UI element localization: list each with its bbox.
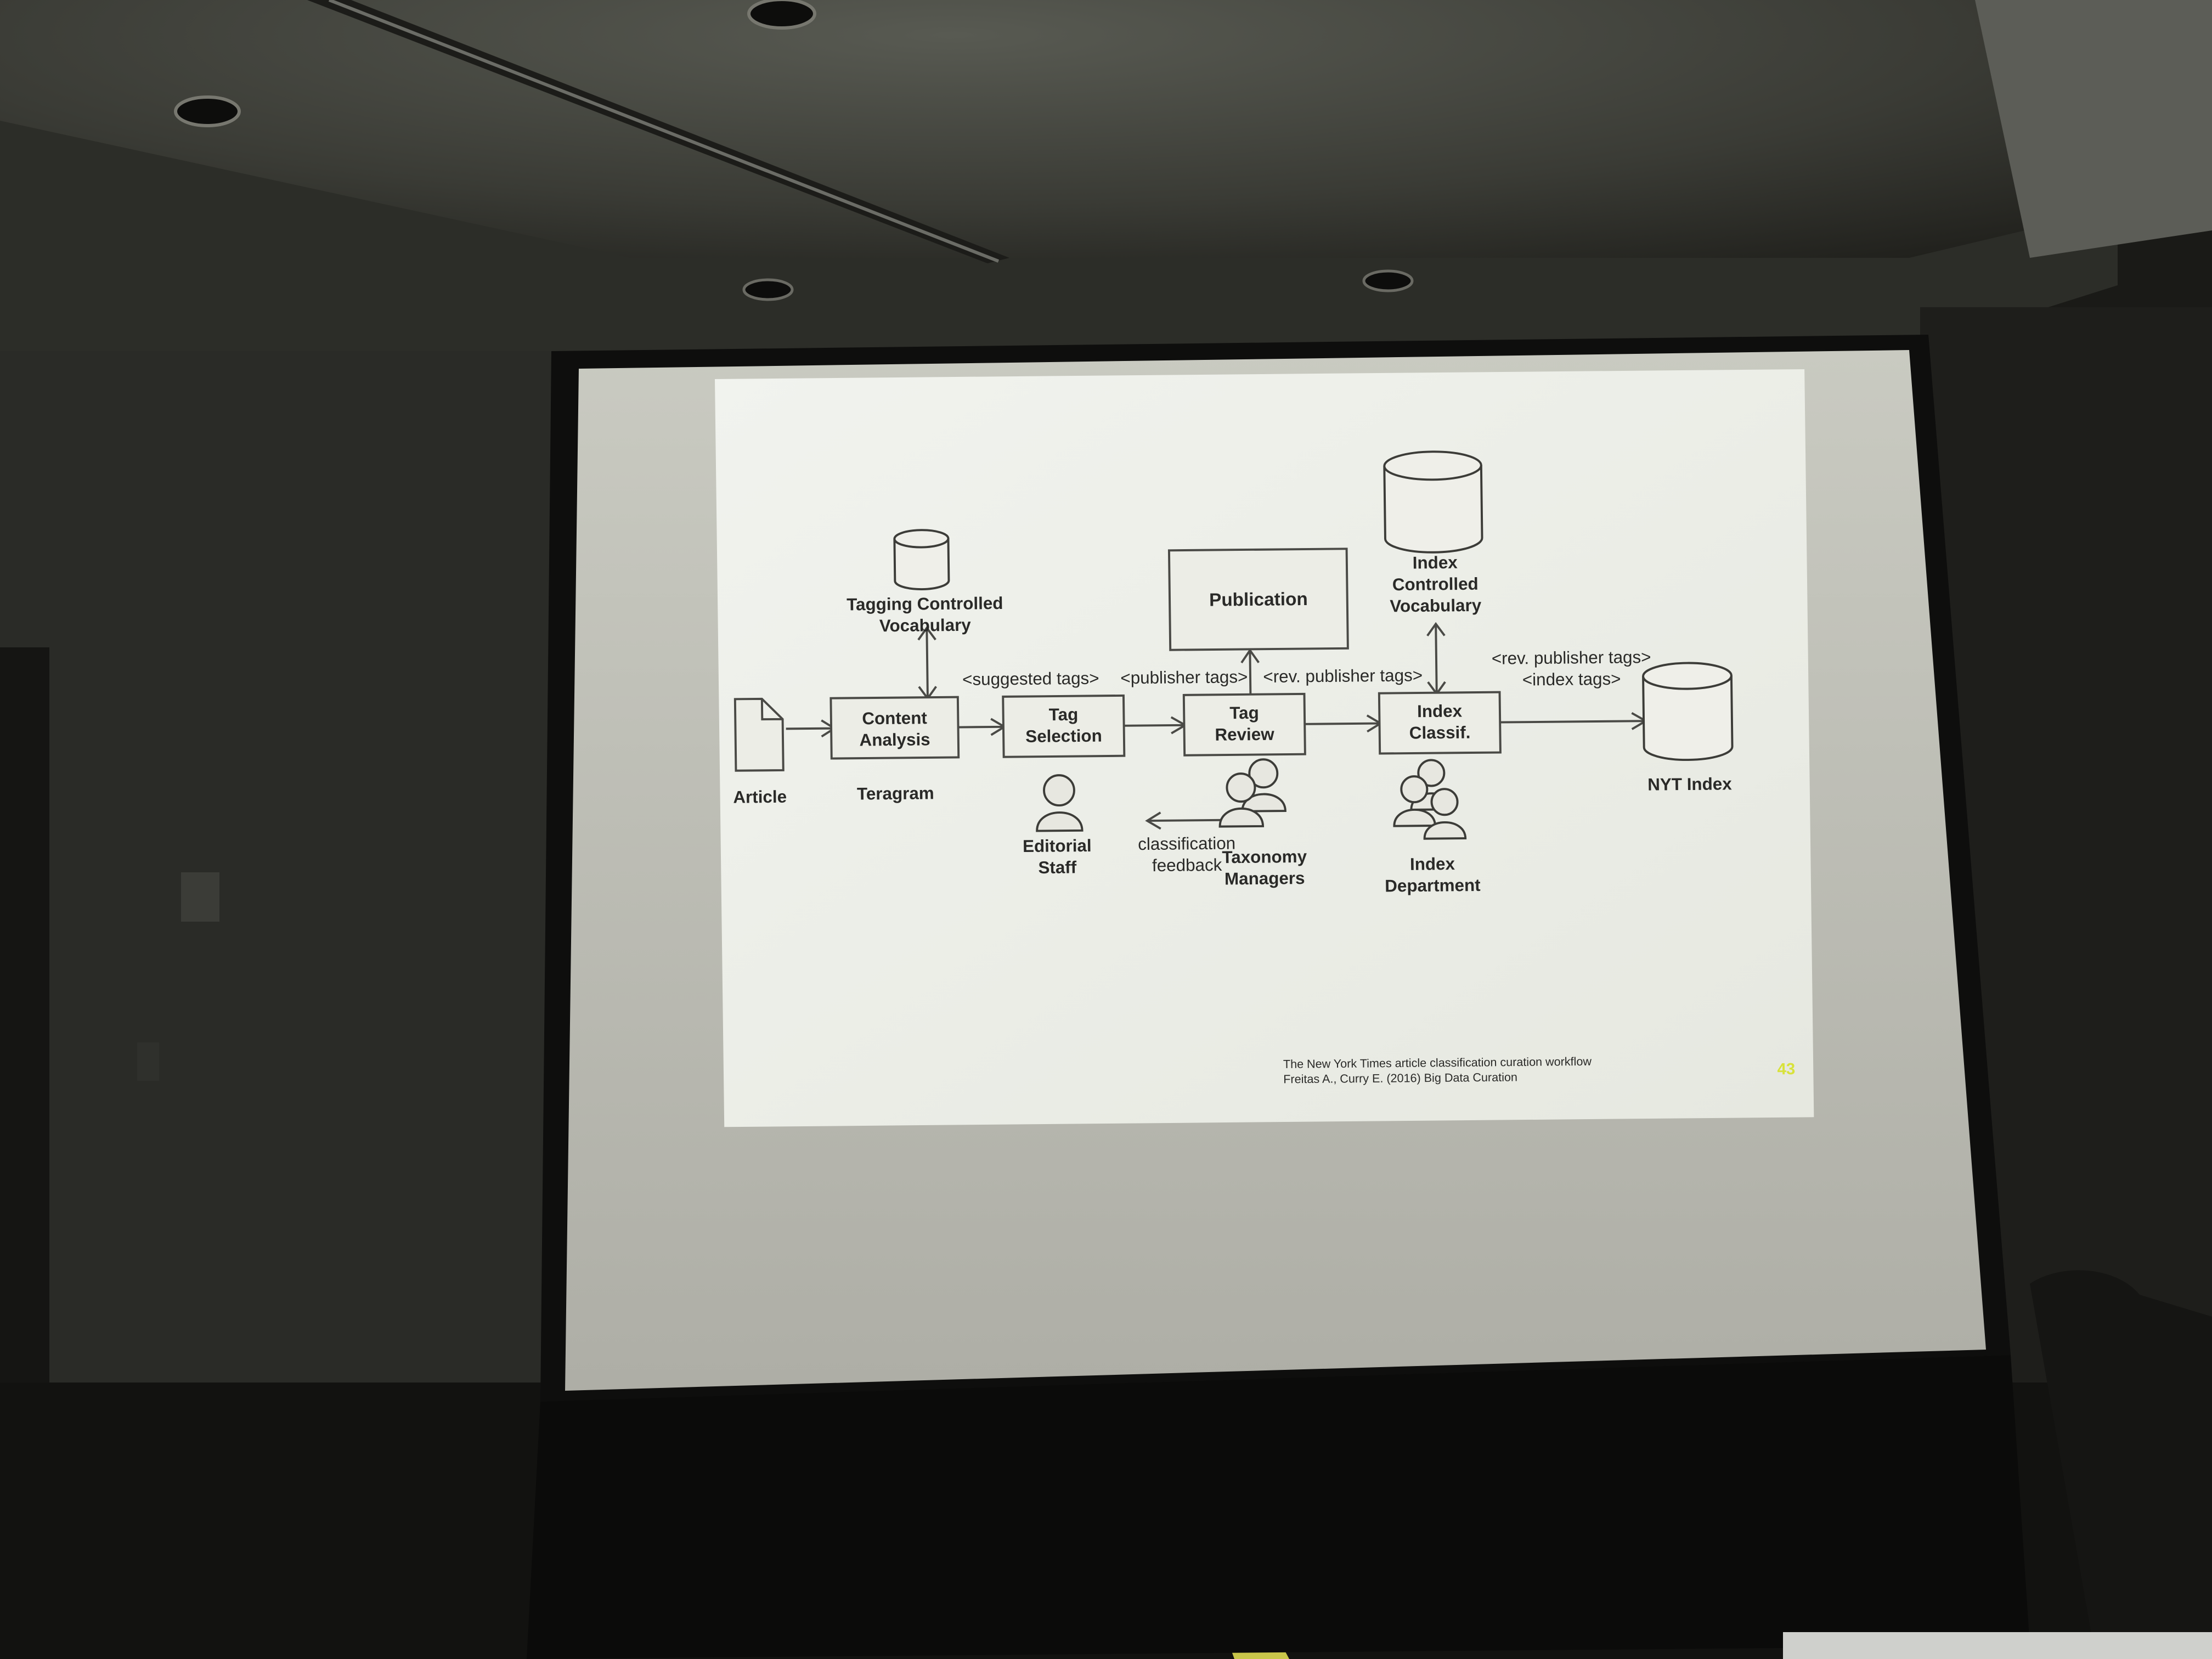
page-number: 43 — [1777, 1060, 1795, 1078]
taxonomy-managers-label-2: Managers — [1224, 868, 1305, 888]
publication-label: Publication — [1209, 589, 1308, 611]
tag-review-label-1: Tag — [1229, 703, 1259, 723]
laptop-edge — [1783, 1632, 2212, 1659]
taxonomy-managers-label-1: Taxonomy — [1222, 847, 1307, 867]
content-analysis-label-1: Content — [862, 708, 927, 728]
classification-feedback-label-2: feedback — [1152, 855, 1222, 875]
ceiling-light — [174, 95, 241, 127]
rev-publisher-tags-label: <rev. publisher tags> — [1263, 665, 1423, 686]
ceiling-light — [1362, 269, 1414, 292]
ceiling-light — [742, 278, 794, 301]
index-vocabulary-label-1: Index — [1413, 553, 1458, 573]
caption-line-1: The New York Times article classificatio… — [1283, 1054, 1592, 1071]
content-analysis-label-2: Analysis — [859, 730, 930, 749]
publisher-tags-label: <publisher tags> — [1120, 667, 1248, 687]
index-classif-label-2: Classif. — [1409, 723, 1471, 743]
wall-switch — [137, 1042, 159, 1081]
index-vocabulary-label-3: Vocabulary — [1390, 596, 1482, 616]
index-tags-label: <index tags> — [1522, 669, 1621, 690]
wall-outlet — [181, 872, 219, 922]
article-document-icon — [733, 697, 785, 772]
classification-feedback-label-1: classification — [1138, 834, 1235, 854]
ceiling-light — [747, 0, 816, 30]
nyt-index-database-icon — [1642, 662, 1734, 761]
index-department-label-1: Index — [1410, 854, 1455, 874]
index-department-people-icon — [1393, 759, 1467, 840]
index-classif-box — [1378, 691, 1502, 755]
tag-review-label-2: Review — [1215, 725, 1274, 744]
article-label: Article — [733, 787, 787, 807]
editorial-staff-label-2: Staff — [1038, 857, 1077, 877]
content-analysis-box — [830, 696, 960, 760]
publication-box — [1167, 548, 1349, 651]
index-vocabulary-label-2: Controlled — [1392, 574, 1479, 594]
audience-silhouette — [2030, 1270, 2212, 1659]
tagging-vocabulary-database-icon — [893, 529, 950, 591]
slide: Article Content Analysis Teragram Taggin… — [715, 369, 1814, 1127]
editorial-staff-person-icon — [1036, 774, 1084, 832]
index-vocabulary-database-icon — [1383, 450, 1483, 554]
stage-skirt — [527, 1355, 2030, 1659]
editorial-staff-label-1: Editorial — [1023, 836, 1092, 856]
index-department-label-2: Department — [1385, 876, 1481, 896]
rev-publisher-tags-label: <rev. publisher tags> — [1492, 647, 1651, 668]
tag-selection-label-1: Tag — [1049, 705, 1079, 724]
caption-line-2: Freitas A., Curry E. (2016) Big Data Cur… — [1283, 1070, 1517, 1086]
index-classif-label-1: Index — [1417, 701, 1463, 721]
suggested-tags-label: <suggested tags> — [962, 669, 1099, 689]
ceiling-right-wall — [1975, 0, 2212, 258]
teragram-label: Teragram — [857, 783, 934, 803]
tag-selection-box — [1002, 694, 1126, 758]
tagging-vocabulary-label-1: Tagging Controlled — [847, 594, 1003, 614]
nyt-index-label: NYT Index — [1647, 774, 1732, 794]
ceiling-soffit — [0, 121, 2118, 373]
tag-selection-label-2: Selection — [1025, 726, 1102, 746]
taxonomy-managers-people-icon — [1218, 758, 1286, 828]
tagging-vocabulary-label-2: Vocabulary — [879, 616, 972, 636]
tag-review-box — [1182, 692, 1306, 757]
